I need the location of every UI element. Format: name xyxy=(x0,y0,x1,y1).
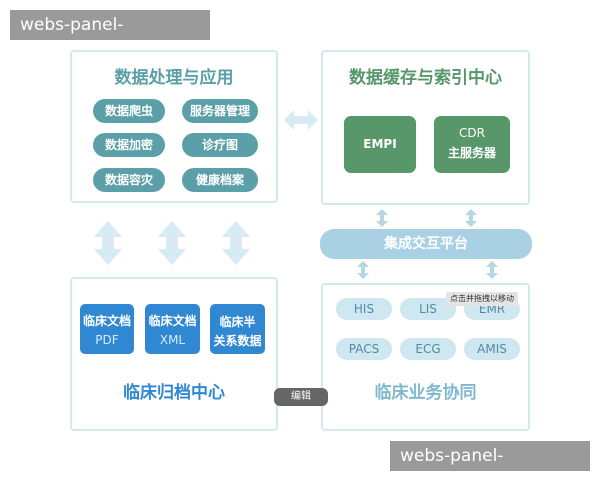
panel-title-clinical-business: 临床业务协同 xyxy=(374,383,477,403)
panel-title-data-processing: 数据处理与应用 xyxy=(114,68,234,88)
panel-title-clinical-archive: 临床归档中心 xyxy=(123,383,225,403)
arrow-bar-to-business-right xyxy=(486,261,498,279)
arrow-horizontal-between-panels xyxy=(284,110,318,130)
watermark-bottom: webs-panel-kaiyun.com xyxy=(390,441,590,496)
item-data-crawler[interactable]: 数据爬虫 xyxy=(93,99,165,123)
edit-button[interactable]: 编辑 xyxy=(274,388,328,406)
arrow-left-vertical-3 xyxy=(222,221,250,265)
arrow-left-vertical-2 xyxy=(158,221,186,265)
cdr-label: CDR xyxy=(459,126,485,140)
clinical-doc-pdf[interactable]: 临床文档 PDF xyxy=(80,304,134,354)
clinical-semi-relational[interactable]: 临床半 关系数据 xyxy=(210,304,265,354)
arrow-left-vertical-1 xyxy=(94,221,122,265)
clinical-doc-xml[interactable]: 临床文档 XML xyxy=(145,304,200,354)
clinical-doc-xml-type: XML xyxy=(159,333,186,347)
clinical-doc-pdf-type: PDF xyxy=(95,333,119,347)
item-data-disaster-recovery[interactable]: 数据容灾 xyxy=(93,168,165,192)
cdr-main-server-label: 主服务器 xyxy=(447,146,496,160)
arrow-bar-to-business-left xyxy=(357,261,369,279)
panel-clinical-archive: 临床归档中心 xyxy=(70,277,278,431)
empi-box[interactable]: EMPI xyxy=(344,116,416,173)
clinical-doc-pdf-label: 临床文档 xyxy=(82,314,131,328)
item-diagnosis-chart[interactable]: 诊疗图 xyxy=(182,133,258,157)
clinical-semi-relational-line1: 临床半 xyxy=(219,315,256,329)
cdr-server-box[interactable]: CDR 主服务器 xyxy=(434,116,510,173)
system-lis[interactable]: LIS xyxy=(400,298,456,320)
drag-tooltip: 点击并拖拽以移动 xyxy=(446,292,518,306)
system-ecg[interactable]: ECG xyxy=(400,338,456,360)
system-amis[interactable]: AMIS xyxy=(464,338,520,360)
watermark-top: webs-panel-kaiyun.com xyxy=(10,10,210,65)
arrow-cache-to-bar-left xyxy=(376,209,388,227)
arrow-cache-to-bar-right xyxy=(465,209,477,227)
clinical-doc-xml-label: 临床文档 xyxy=(148,314,197,328)
system-pacs[interactable]: PACS xyxy=(336,338,392,360)
system-his[interactable]: HIS xyxy=(336,298,392,320)
item-data-encryption[interactable]: 数据加密 xyxy=(93,133,165,157)
panel-title-cache-index: 数据缓存与索引中心 xyxy=(349,68,502,88)
clinical-semi-relational-line2: 关系数据 xyxy=(213,334,262,348)
item-server-management[interactable]: 服务器管理 xyxy=(182,99,258,123)
item-health-records[interactable]: 健康档案 xyxy=(182,168,258,192)
integration-platform-bar[interactable]: 集成交互平台 xyxy=(320,229,532,259)
